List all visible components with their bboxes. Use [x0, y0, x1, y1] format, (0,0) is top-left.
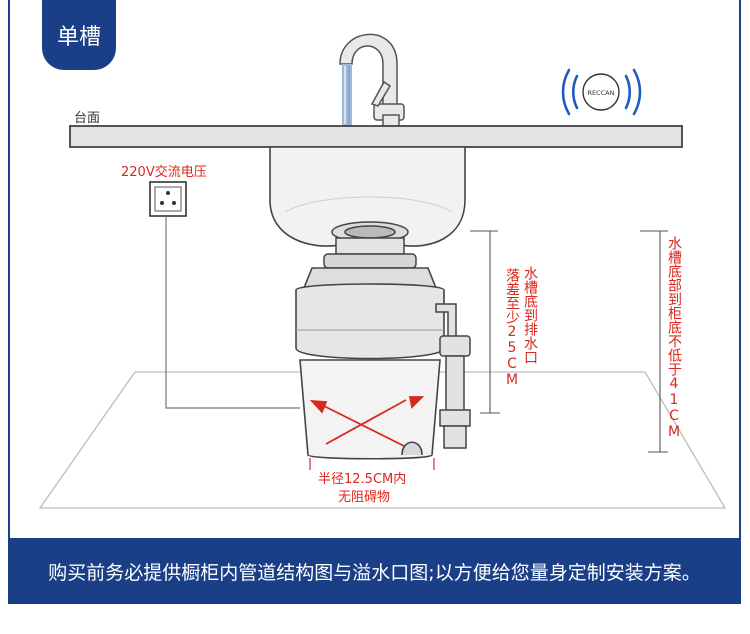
wireless-signal-icon: [561, 68, 642, 116]
garbage-disposer: [295, 267, 445, 460]
drop-annotation-line2: 落差至少25CM: [504, 268, 520, 388]
power-label: 220V交流电压: [121, 165, 207, 180]
water-stream: [342, 64, 352, 126]
cabinet-floor: [38, 371, 727, 509]
sink-flange: [323, 221, 417, 269]
radius-bracket: [309, 458, 435, 470]
discharge-pipe: [435, 303, 471, 449]
drop-annotation-line1: 水槽底到排水口: [522, 266, 538, 364]
footer-banner: 购买前务必提供橱柜内管道结构图与溢水口图;以方便给您量身定制安装方案。: [8, 538, 741, 604]
title-tab: 单槽: [42, 0, 116, 70]
drop-dimension: [470, 230, 500, 414]
smart-badge-text: RECCAN: [587, 89, 614, 97]
smart-badge: RECCAN: [561, 68, 642, 116]
radius-cross: [309, 396, 425, 447]
faucet: [339, 33, 405, 128]
radius-annotation-line1: 半径12.5CM内: [318, 472, 407, 487]
power-cord: [165, 216, 300, 409]
countertop-label: 台面: [74, 111, 101, 126]
cabinet-dimension: [640, 230, 668, 453]
radius-annotation-line2: 无阻碍物: [338, 490, 391, 505]
countertop: [69, 125, 683, 148]
cabinet-annotation: 水槽底部到柜底不低于41CM: [666, 236, 682, 440]
power-outlet-icon: [149, 181, 187, 217]
